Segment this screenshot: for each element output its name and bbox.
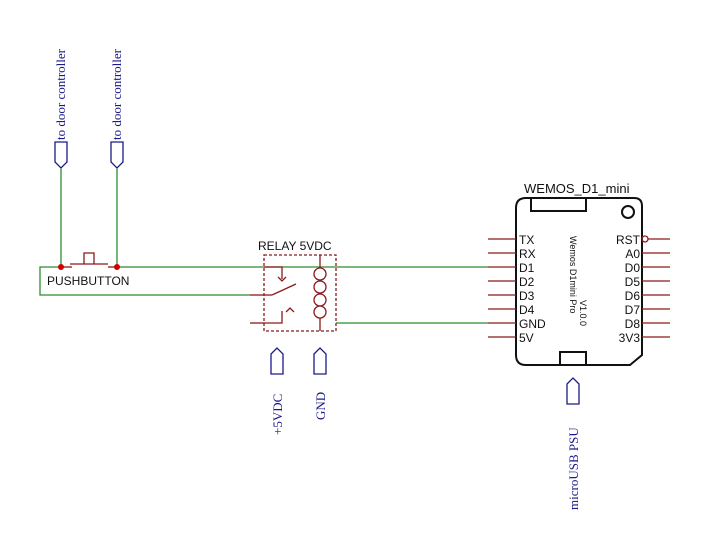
wemos-board-version: V1.0.0: [578, 300, 588, 326]
port-arrow-icon: [110, 141, 124, 169]
wemos-mount-hole: [621, 205, 635, 219]
relay-switch-blade: [271, 283, 297, 296]
pin-label-rst: RST: [616, 233, 641, 247]
relay-coil-loop: [313, 305, 327, 319]
relay-coil-loop: [313, 280, 327, 294]
pushbutton-label: PUSHBUTTON: [47, 274, 129, 288]
relay-body: [263, 254, 337, 332]
usb-psu-label: microUSB PSU: [566, 427, 581, 510]
door-controller-port-1: to door controller: [53, 48, 68, 169]
junction-dot: [58, 264, 64, 270]
pushbutton-actuator: [83, 252, 95, 264]
relay-coil-loop: [313, 267, 327, 281]
pin-label-d1: D1: [519, 261, 535, 275]
wemos-board-outline: [515, 197, 643, 366]
port-arrow-icon: [313, 347, 327, 375]
pin-label-d8: D8: [625, 317, 641, 331]
vcc-port: +5VDC: [270, 347, 285, 435]
pin-label-d5: D5: [625, 275, 641, 289]
relay-label: RELAY 5VDC: [258, 239, 332, 253]
wires: [39, 168, 488, 324]
pin-label-d2: D2: [519, 275, 535, 289]
gnd-label: GND: [313, 392, 328, 420]
usb-psu-port: microUSB PSU: [566, 377, 581, 510]
pushbutton: PUSHBUTTON: [47, 252, 129, 288]
port-arrow-icon: [54, 141, 68, 169]
pin-label-tx: TX: [519, 233, 534, 247]
wemos-board-name: Wemos D1mini Pro: [568, 236, 578, 313]
relay: RELAY 5VDC: [250, 239, 337, 332]
wemos-usb-connector: [559, 351, 587, 366]
relay-contact-arrow: [285, 307, 295, 313]
pin-label-d4: D4: [519, 303, 535, 317]
door-controller-label-1: to door controller: [53, 48, 68, 140]
wemos-d1-mini: WEMOS_D1_mini TX RX D1 D2 D3 D4 GND 5V R…: [488, 181, 670, 366]
pin-label-d0: D0: [625, 261, 641, 275]
relay-contact-top: [264, 266, 283, 279]
wemos-title: WEMOS_D1_mini: [524, 181, 630, 196]
relay-contact-arrow: [277, 276, 287, 282]
port-arrow-icon: [270, 347, 284, 375]
pin-label-3v3: 3V3: [619, 331, 641, 345]
pin-label-rx: RX: [519, 247, 536, 261]
gnd-port: GND: [313, 347, 328, 420]
pin-label-a0: A0: [625, 247, 640, 261]
relay-contact-bottom: [264, 311, 283, 324]
door-controller-port-2: to door controller: [109, 48, 124, 169]
pin-label-d6: D6: [625, 289, 641, 303]
pin-rst-inverter: [641, 235, 649, 243]
port-arrow-icon: [566, 377, 580, 405]
pin-label-d3: D3: [519, 289, 535, 303]
junction-dot: [114, 264, 120, 270]
wemos-antenna: [530, 197, 587, 212]
pin-label-5v: 5V: [519, 331, 534, 345]
relay-coil-loop: [313, 293, 327, 307]
vcc-label: +5VDC: [270, 394, 285, 435]
pin-label-d7: D7: [625, 303, 641, 317]
pin-label-gnd: GND: [519, 317, 546, 331]
wire-button-to-relay: [39, 266, 250, 296]
door-controller-label-2: to door controller: [109, 48, 124, 140]
